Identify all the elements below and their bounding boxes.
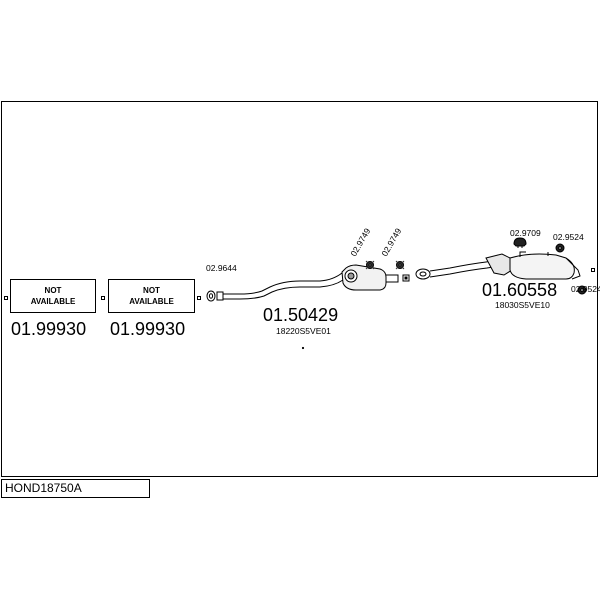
- hanger-top-icon: [555, 243, 565, 253]
- part-number-4: 01.60558: [482, 280, 558, 300]
- diagram-frame: [1, 101, 598, 477]
- middle-silencer-icon: [341, 264, 399, 291]
- part-number-3: 01.50429: [263, 305, 339, 325]
- hanger-side-label: 02.9524: [571, 284, 600, 294]
- not-available-line2: AVAILABLE: [129, 297, 174, 306]
- not-available-line2: AVAILABLE: [30, 297, 76, 306]
- center-pipe-icon: [216, 272, 344, 301]
- drawing-dot: [301, 346, 305, 350]
- rear-inlet-ring-icon: [415, 268, 431, 280]
- part-number-1: 01.99930: [11, 319, 87, 339]
- not-available-line1: NOT: [143, 286, 160, 295]
- clamp-icon: [513, 237, 527, 248]
- right-end-marker: [591, 268, 595, 272]
- connector-marker-2: [197, 296, 201, 300]
- hanger-top-label: 02.9524: [553, 232, 584, 242]
- rubber-mount-a-icon: [365, 260, 375, 270]
- oem-number-3: 18220S5VE01: [276, 326, 331, 336]
- not-available-box-2: NOT AVAILABLE: [108, 279, 195, 313]
- not-available-box-1: NOT AVAILABLE: [10, 279, 96, 313]
- oem-number-4: 18030S5VE10: [495, 300, 550, 310]
- not-available-line1: NOT: [44, 286, 62, 295]
- gasket-label: 02.9644: [206, 263, 237, 273]
- gasket-ring-icon: [206, 290, 216, 302]
- rear-muffler-icon: [429, 251, 581, 280]
- gasket-ring-inner: [208, 293, 214, 299]
- clamp-label: 02.9709: [510, 228, 541, 238]
- left-end-marker: [4, 296, 8, 300]
- part-number-2: 01.99930: [110, 319, 186, 339]
- diagram-code: HOND18750A: [5, 481, 82, 495]
- rubber-mount-b-icon: [395, 260, 405, 270]
- flange-gasket-icon: [402, 274, 410, 282]
- hanger-side-icon: [577, 285, 587, 295]
- diagram-code-box: HOND18750A: [1, 479, 150, 498]
- connector-marker-1: [101, 296, 105, 300]
